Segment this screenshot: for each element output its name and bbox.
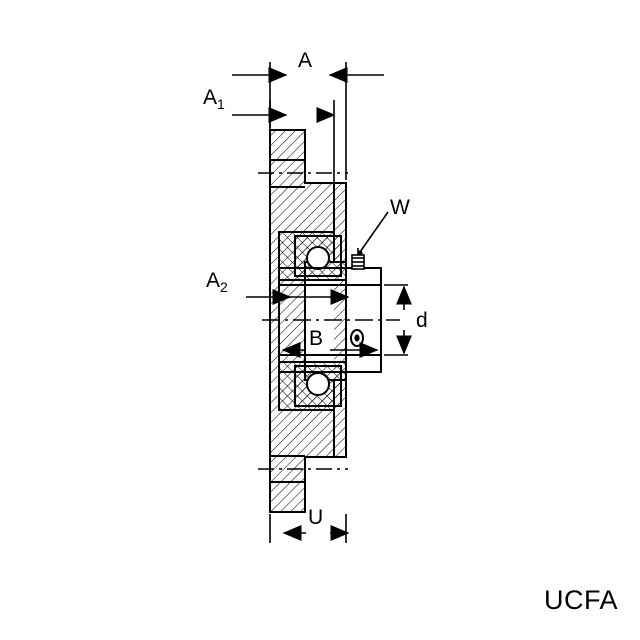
bolt-hole-centerlines bbox=[258, 172, 348, 470]
dimension-label-B: B bbox=[309, 327, 324, 350]
part-code-label: UCFA bbox=[543, 585, 618, 615]
small-bore-detail bbox=[350, 329, 364, 347]
dimension-label-d: d bbox=[416, 309, 428, 332]
bolt-hole-edges bbox=[270, 159, 305, 483]
dimension-label-W: W bbox=[390, 196, 410, 219]
dimension-line-A bbox=[232, 62, 384, 180]
dimension-line-A2 bbox=[246, 283, 382, 305]
flange-inner-edges bbox=[269, 130, 306, 512]
dimension-label-U: U bbox=[308, 506, 324, 529]
dimension-line-B bbox=[278, 340, 382, 358]
dimension-line-A1 bbox=[232, 100, 336, 183]
dimension-label-A2: A2 bbox=[206, 269, 228, 296]
dimension-label-A: A bbox=[298, 49, 313, 72]
dimension-label-A1: A1 bbox=[203, 86, 225, 113]
dimension-line-d bbox=[384, 284, 412, 356]
grease-nipple-leader bbox=[357, 211, 389, 256]
dimension-line-U bbox=[269, 514, 350, 543]
set-screw bbox=[351, 248, 365, 270]
